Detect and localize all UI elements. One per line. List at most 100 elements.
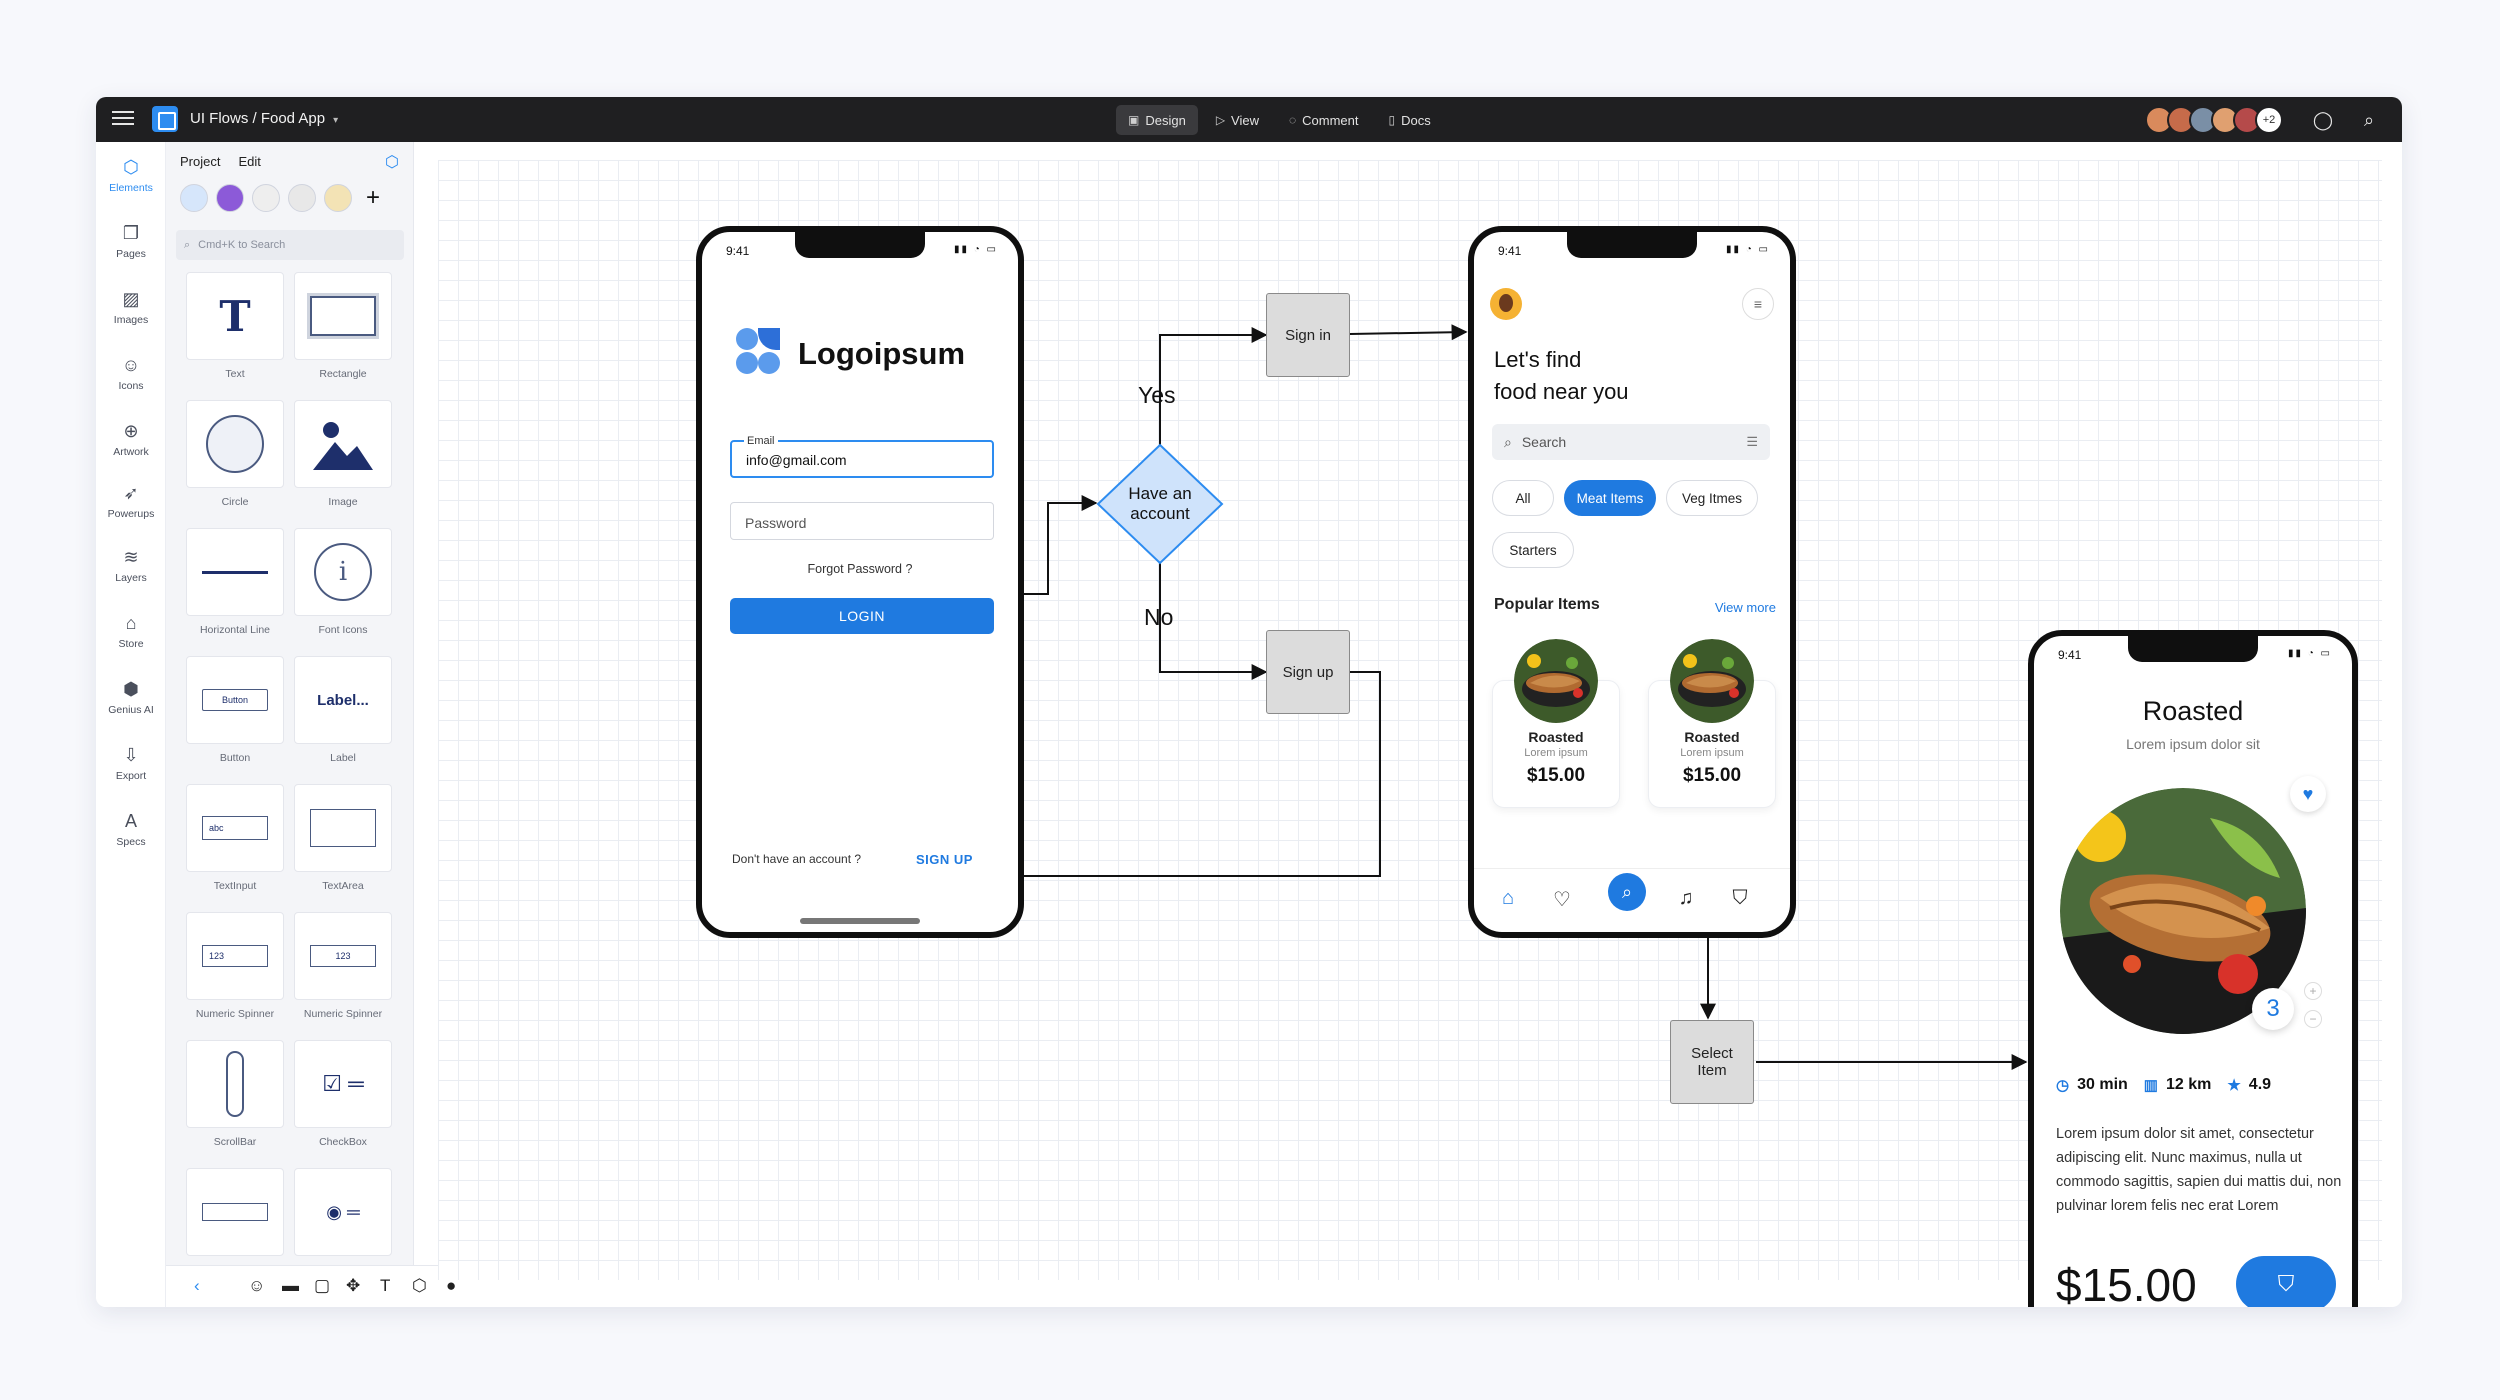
home-icon[interactable]: ⌂ [1501, 887, 1515, 909]
quantity-badge[interactable]: 3 [2252, 988, 2294, 1030]
collapse-chevron-icon[interactable]: ‹ [194, 1276, 200, 1295]
text-tool-icon[interactable]: T [380, 1276, 391, 1295]
password-field[interactable]: Password [730, 502, 994, 540]
tab-comment[interactable]: ◌Comment [1277, 105, 1371, 135]
add-library-icon[interactable]: + [366, 184, 381, 211]
line-tool-icon[interactable]: ▬ [282, 1276, 299, 1295]
avatar[interactable] [1490, 288, 1522, 320]
tile-dropdown[interactable] [186, 1168, 284, 1256]
tab-docs[interactable]: ▯Docs [1377, 105, 1443, 135]
menu-icon[interactable]: ≡ [1742, 288, 1774, 320]
zoom-search-icon[interactable]: ⌕ [2363, 109, 2375, 130]
hamburger-menu-icon[interactable] [110, 107, 136, 131]
library-material-icon[interactable] [216, 184, 244, 212]
info-icon: i [314, 543, 372, 601]
select-item-node[interactable]: Select Item [1670, 1020, 1754, 1104]
menu-edit[interactable]: Edit [238, 154, 261, 169]
rail-export[interactable]: ⇩Export [96, 744, 166, 782]
tab-view[interactable]: ▷View [1204, 105, 1271, 135]
tile-font-icons[interactable]: i [294, 528, 392, 616]
design-canvas[interactable]: Have an account Yes No Sign in Sign up S… [438, 160, 2382, 1307]
rail-store[interactable]: ⌂Store [96, 612, 166, 650]
tile-textinput[interactable]: abc [186, 784, 284, 872]
detail-phone[interactable]: 9:41 ▮▮ ◔ ▭ Roasted Lorem ipsum dolor si… [2028, 630, 2358, 1307]
tile-image[interactable] [294, 400, 392, 488]
avatar[interactable] [2233, 106, 2261, 134]
menu-project[interactable]: Project [180, 154, 221, 169]
headline-line: Let's find [1494, 347, 1582, 372]
forgot-password-link[interactable]: Forgot Password ? [807, 562, 913, 576]
food-card[interactable]: Roasted Lorem ipsum $15.00 [1492, 639, 1620, 808]
chip-all[interactable]: All [1492, 480, 1554, 516]
bag-icon[interactable]: ⛉ [1732, 887, 1748, 909]
chip-starters[interactable]: Starters [1492, 532, 1574, 568]
rail-icons[interactable]: ☺Icons [96, 354, 166, 392]
tile-label: TextInput [213, 880, 257, 892]
rail-images[interactable]: ▨Images [96, 288, 166, 326]
sign-up-node[interactable]: Sign up [1266, 630, 1350, 714]
no-label: No [1144, 604, 1174, 630]
food-card[interactable]: Roasted Lorem ipsum $15.00 [1648, 639, 1776, 808]
login-phone[interactable]: 9:41 ▮▮ ◔ ▭ Logoipsum Email info@gmail.c… [696, 226, 1024, 938]
tile-radio[interactable]: ◉ ═ [294, 1168, 392, 1256]
rail-pages[interactable]: ❐Pages [96, 222, 166, 260]
top-bar: UI Flows / Food App▾ ▣Design ▷View ◌Comm… [96, 97, 2402, 142]
rail-genius-ai[interactable]: ⬢Genius AI [96, 678, 166, 716]
chat-icon[interactable]: ◯ [2312, 109, 2334, 130]
more-collaborators-badge[interactable]: +2 [2255, 106, 2283, 134]
library-sketch-icon[interactable] [324, 184, 352, 212]
rail-elements[interactable]: ⬡Elements [96, 156, 166, 194]
pen-tool-icon[interactable]: ● [446, 1276, 457, 1295]
login-button[interactable]: LOGIN [730, 598, 994, 634]
heart-icon[interactable]: ♡ [1553, 889, 1571, 911]
tile-text[interactable]: T [186, 272, 284, 360]
sign-in-node[interactable]: Sign in [1266, 293, 1350, 377]
rectangle-tool-icon[interactable]: ▢ [314, 1276, 331, 1295]
rail-powerups[interactable]: ➶Powerups [96, 482, 166, 520]
tile-rectangle[interactable] [294, 272, 392, 360]
view-more-link[interactable]: View more [1714, 600, 1776, 615]
tile-scrollbar[interactable] [186, 1040, 284, 1128]
tile-textarea[interactable] [294, 784, 392, 872]
chip-meat-items[interactable]: Meat Items [1564, 480, 1656, 516]
project-title-dropdown[interactable]: UI Flows / Food App▾ [190, 110, 338, 127]
rail-artwork[interactable]: ⊕Artwork [96, 420, 166, 458]
smiley-icon[interactable]: ☺ [248, 1276, 266, 1295]
library-web-icon[interactable] [180, 184, 208, 212]
3d-tool-icon[interactable]: ⬡ [412, 1276, 427, 1295]
tile-circle[interactable] [186, 400, 284, 488]
tile-numeric-spinner[interactable]: 123 [186, 912, 284, 1000]
signup-link[interactable]: SIGN UP [916, 852, 973, 867]
bell-icon[interactable]: ♫ [1678, 887, 1694, 909]
quantity-plus-icon[interactable]: + [2304, 982, 2322, 1000]
filter-icon[interactable]: ☰ [1746, 434, 1758, 449]
rail-label: Images [113, 314, 149, 326]
tile-checkbox[interactable]: ☑ ═ [294, 1040, 392, 1128]
cube-icon[interactable]: ⬡ [385, 154, 399, 171]
chip-veg-items[interactable]: Veg Itmes [1666, 480, 1758, 516]
tile-label[interactable]: Label... [294, 656, 392, 744]
tile-button[interactable]: Button [186, 656, 284, 744]
rail-label: Specs [116, 836, 146, 848]
library-ios-icon[interactable] [252, 184, 280, 212]
rail-layers[interactable]: ≋Layers [96, 546, 166, 584]
doc-icon: ▯ [1388, 113, 1396, 127]
tile-horizontal-line[interactable] [186, 528, 284, 616]
tile-numeric-spinner-alt[interactable]: 123 [294, 912, 392, 1000]
tab-design[interactable]: ▣Design [1116, 105, 1198, 135]
rectangle-icon [307, 293, 379, 339]
favorite-heart-icon[interactable]: ♥ [2290, 776, 2326, 812]
tile-label: Text [225, 368, 245, 380]
quantity-minus-icon[interactable]: − [2304, 1010, 2322, 1028]
search-fab-icon[interactable]: ⌕ [1608, 873, 1646, 911]
food-search-input[interactable]: ⌕Search☰ [1492, 424, 1770, 460]
email-field[interactable]: Email info@gmail.com [730, 435, 994, 478]
library-watch-icon[interactable] [288, 184, 316, 212]
component-tool-icon[interactable]: ✥ [346, 1276, 361, 1295]
search-icon: ⌕ [1504, 433, 1512, 450]
add-to-cart-button[interactable]: ⛉ [2236, 1256, 2336, 1307]
collaborator-avatars[interactable]: +2 [2145, 106, 2283, 134]
panel-search-input[interactable]: ⌕Cmd+K to Search [176, 230, 404, 260]
